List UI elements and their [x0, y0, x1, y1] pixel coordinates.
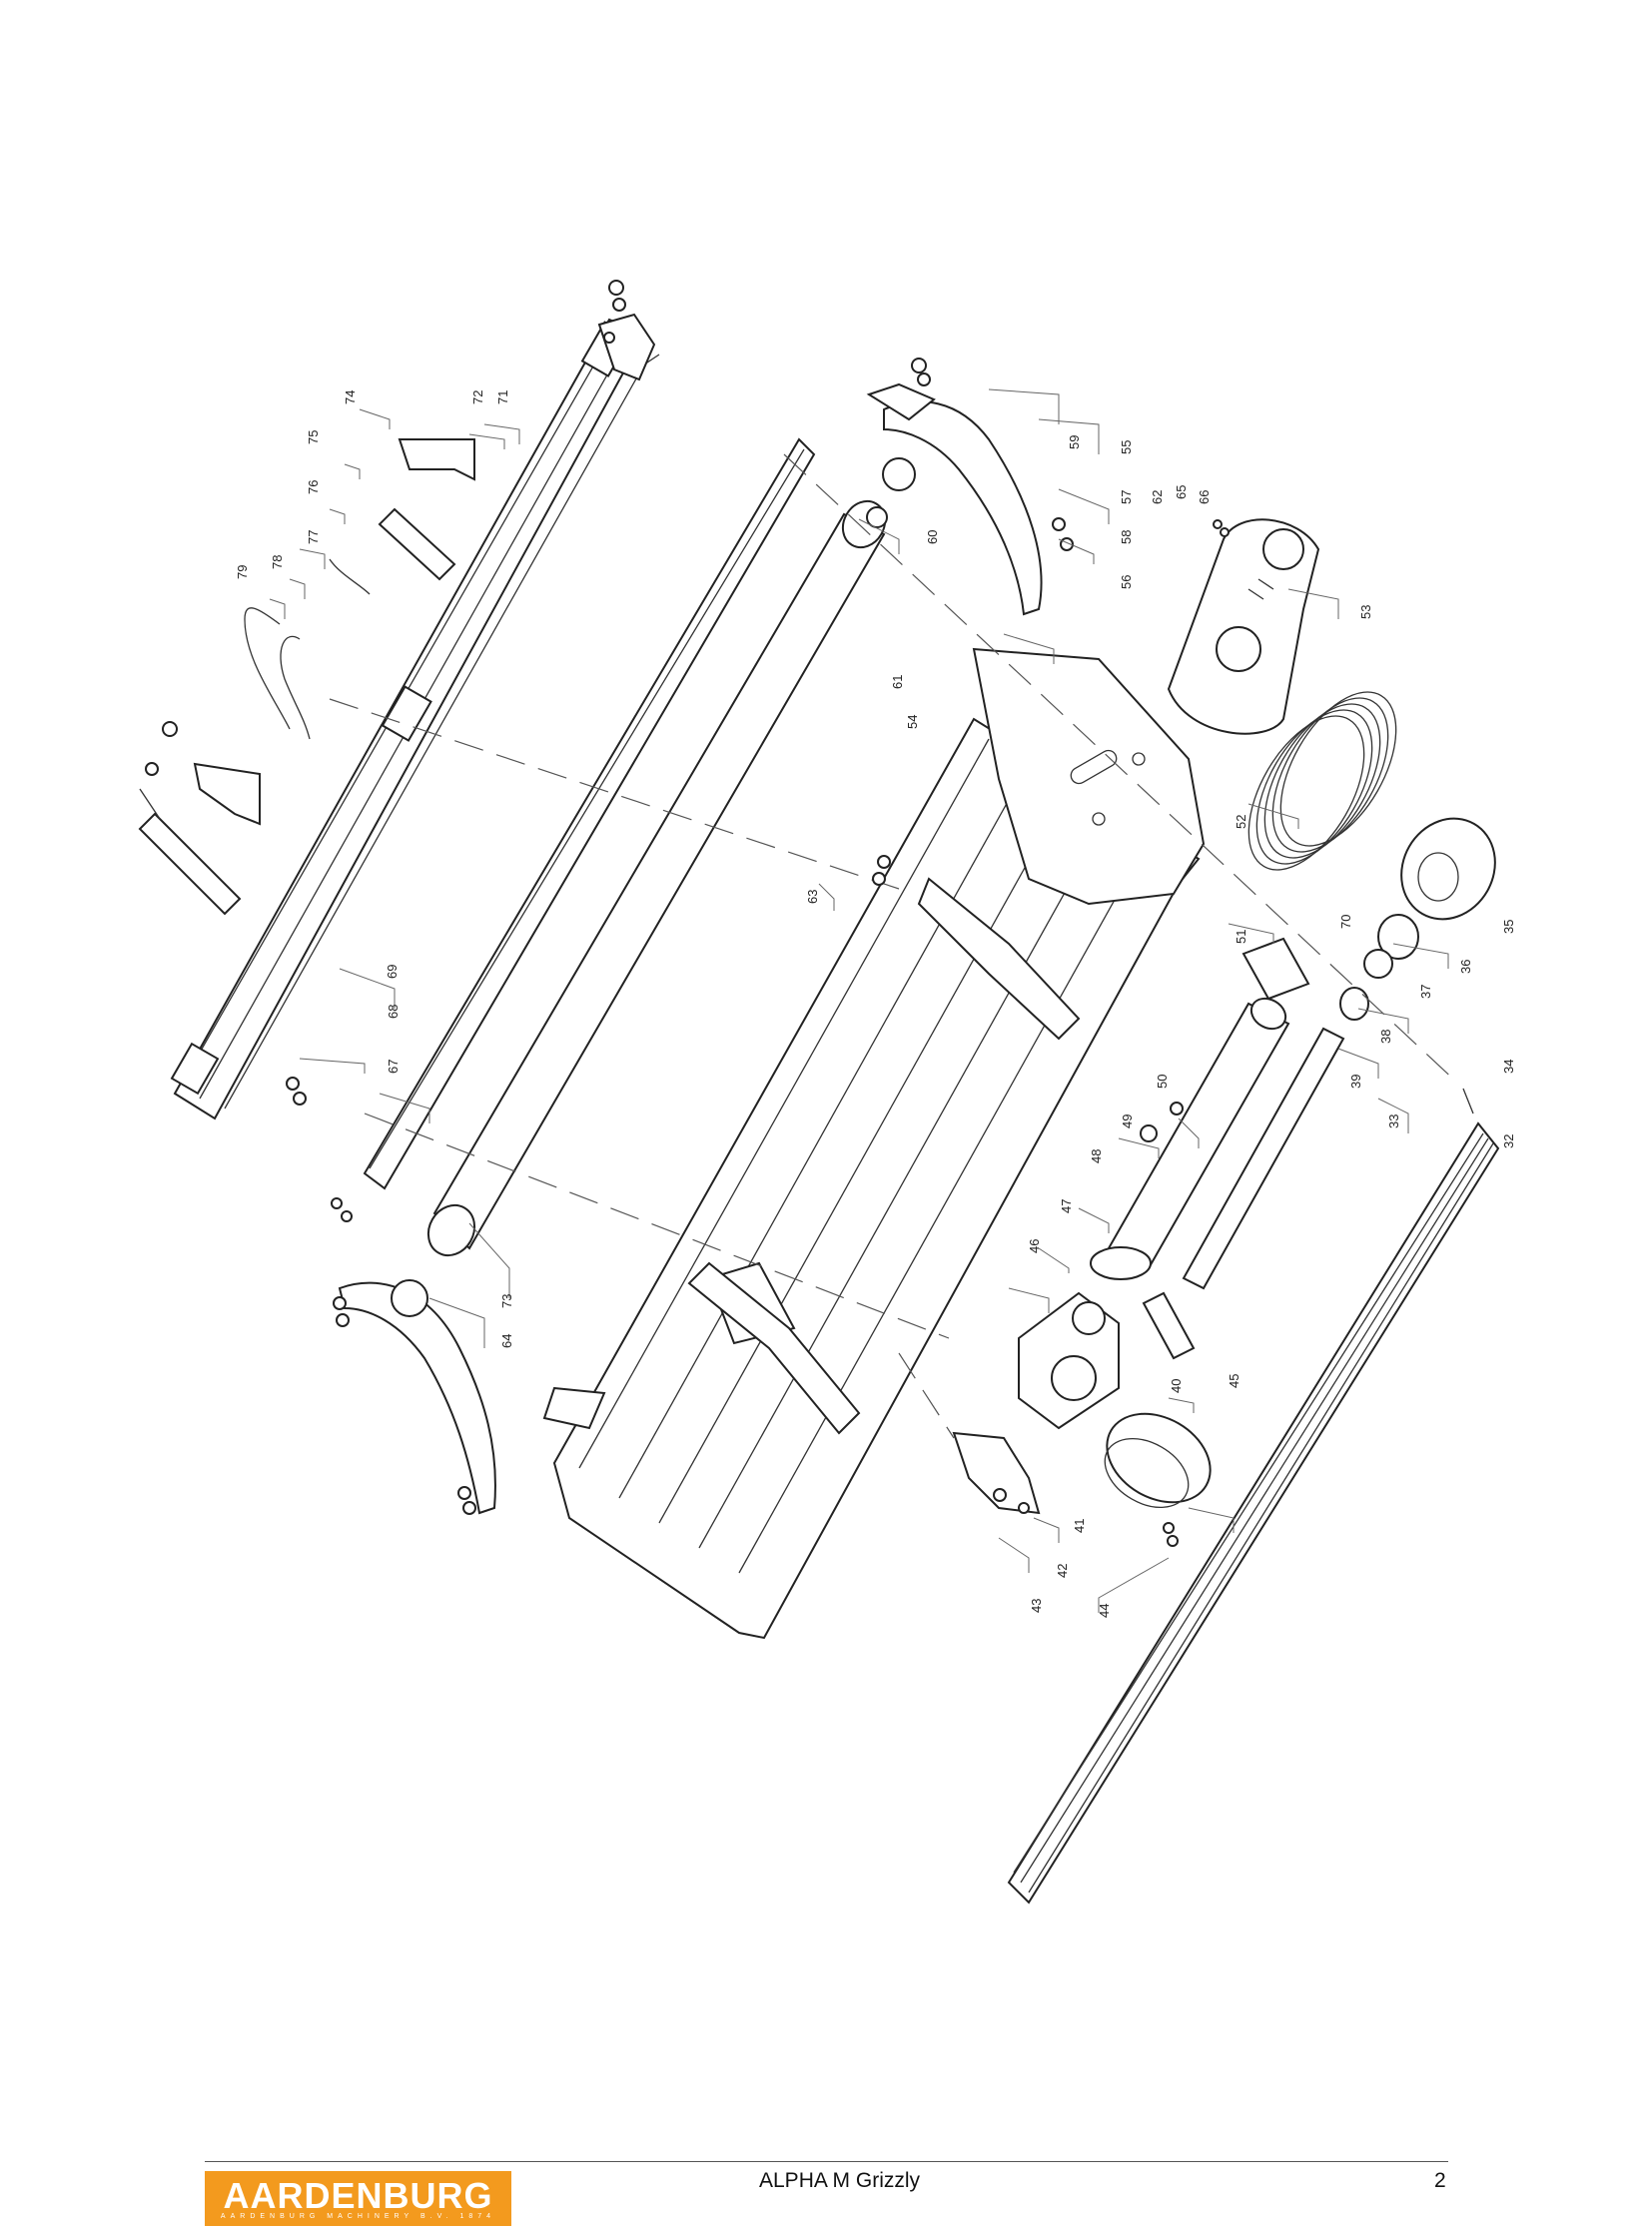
callout-39: 39 [1348, 1075, 1363, 1089]
callout-37: 37 [1418, 985, 1433, 999]
callout-59: 59 [1067, 435, 1082, 449]
callout-62: 62 [1150, 490, 1165, 504]
side-plate [866, 382, 1043, 616]
hydraulic-cylinder [138, 438, 475, 916]
callout-76: 76 [306, 480, 321, 494]
pulley-and-bearings [1339, 817, 1496, 1021]
callout-69: 69 [385, 965, 400, 979]
callout-71: 71 [495, 390, 510, 404]
callout-36: 36 [1458, 960, 1473, 974]
belt-cover [1167, 518, 1320, 735]
callout-52: 52 [1234, 815, 1248, 829]
callout-79: 79 [235, 565, 250, 579]
callout-49: 49 [1120, 1114, 1135, 1128]
callout-42: 42 [1055, 1564, 1070, 1578]
callout-48: 48 [1089, 1149, 1104, 1163]
gearbox [952, 1291, 1212, 1515]
callout-35: 35 [1501, 920, 1516, 934]
callout-55: 55 [1119, 440, 1134, 454]
callout-73: 73 [499, 1294, 514, 1308]
callout-38: 38 [1378, 1030, 1393, 1044]
flail-assembly [1007, 1088, 1500, 1904]
roller [426, 499, 888, 1257]
callout-57: 57 [1119, 490, 1134, 504]
callout-53: 53 [1358, 605, 1373, 619]
callout-numbers: 32 33 34 35 36 37 38 39 40 41 42 43 44 4… [235, 390, 1516, 1618]
flat-bar [363, 437, 816, 1190]
callout-47: 47 [1059, 1199, 1074, 1213]
centre-lines [329, 453, 1459, 1439]
callout-41: 41 [1072, 1519, 1087, 1533]
callout-65: 65 [1174, 485, 1189, 499]
page-number: 2 [1434, 2169, 1446, 2192]
callout-60: 60 [925, 530, 940, 544]
leader-lines [269, 388, 1449, 1613]
callout-56: 56 [1119, 575, 1134, 589]
callout-68: 68 [386, 1005, 401, 1019]
callout-75: 75 [306, 430, 321, 444]
callout-45: 45 [1227, 1374, 1241, 1388]
callout-46: 46 [1027, 1239, 1042, 1253]
v-belts [1247, 691, 1397, 871]
beam-assembly [170, 313, 660, 1120]
footer-rule [205, 2161, 1448, 2162]
callout-43: 43 [1029, 1599, 1044, 1613]
callout-70: 70 [1338, 915, 1353, 929]
callout-51: 51 [1234, 930, 1248, 944]
callout-33: 33 [1386, 1114, 1401, 1128]
callout-77: 77 [306, 530, 321, 544]
main-hood [542, 647, 1206, 1640]
brand-logo: AARDENBURG AARDENBURG MACHINERY B.V. 187… [205, 2171, 511, 2226]
callout-44: 44 [1097, 1604, 1112, 1618]
callout-64: 64 [499, 1334, 514, 1348]
callout-34: 34 [1501, 1060, 1516, 1074]
brand-tagline: AARDENBURG MACHINERY B.V. 1874 [220, 2213, 496, 2220]
callout-72: 72 [470, 390, 485, 404]
callout-54: 54 [905, 715, 920, 729]
callout-78: 78 [270, 555, 285, 569]
callout-67: 67 [386, 1060, 401, 1074]
callout-50: 50 [1155, 1075, 1170, 1089]
document-title: ALPHA M Grizzly [759, 2169, 921, 2192]
callout-40: 40 [1169, 1379, 1184, 1393]
callout-58: 58 [1119, 530, 1134, 544]
callout-66: 66 [1197, 490, 1212, 504]
side-plate-left [338, 1279, 496, 1515]
brand-name: AARDENBURG [223, 2175, 493, 2216]
callout-32: 32 [1501, 1134, 1516, 1148]
callout-61: 61 [890, 675, 905, 689]
callout-63: 63 [805, 890, 820, 904]
callout-74: 74 [343, 390, 358, 404]
hardware [145, 280, 1230, 1547]
shaft-tubes [1090, 937, 1345, 1290]
